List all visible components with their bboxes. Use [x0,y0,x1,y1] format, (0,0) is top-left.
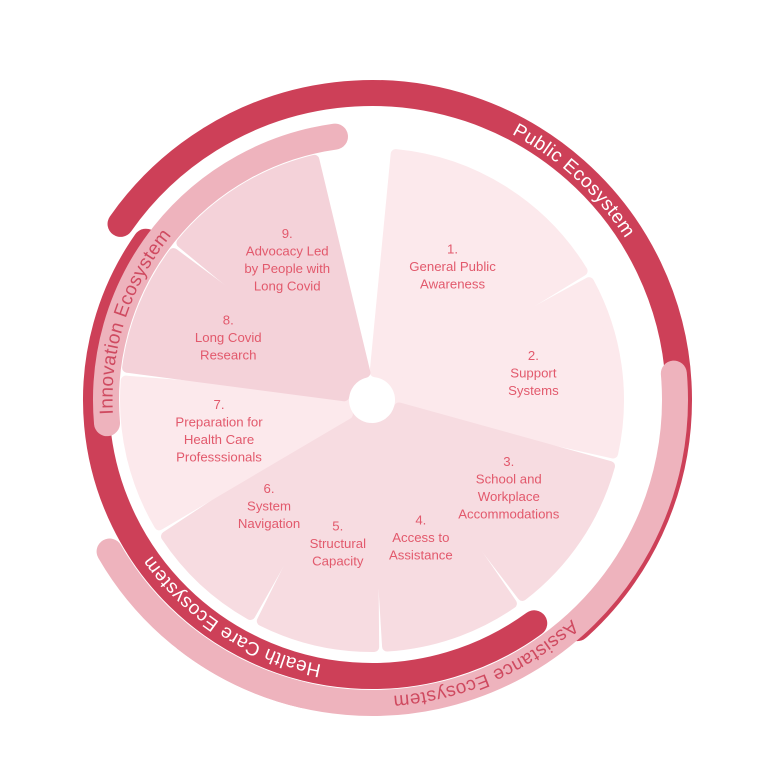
ecosystem-ring-innovation [93,123,348,437]
segment-text-line: Workplace [478,489,540,504]
segment-number: 3. [503,454,514,469]
segment-text-line: by People with [244,261,330,276]
segment-text-line: Structural [310,536,367,551]
segment-text-line: Health Care [184,432,254,447]
segment-text-line: System [247,498,291,513]
segment-number: 4. [415,512,426,527]
segment-text-line: School and [476,472,542,487]
segment-text-line: Long Covid [254,279,321,294]
priority-segment-5[interactable] [256,420,380,652]
priority-segment-1[interactable] [369,149,588,391]
priority-segments-layer [120,149,624,652]
segment-text-line: Long Covid [195,330,262,345]
segment-number: 5. [332,519,343,534]
segment-text-line: Advocacy Led [246,244,329,259]
priority-segment-3[interactable] [384,402,616,601]
priority-segment-4[interactable] [368,418,517,652]
segment-text-line: General Public [409,259,496,274]
segment-text-line: Research [200,347,256,362]
priority-segment-7[interactable] [120,375,353,531]
segment-number: 9. [282,226,293,241]
segment-text-line: Awareness [420,277,485,292]
segment-number: 7. [214,397,225,412]
segment-text-line: Assistance [389,547,453,562]
priority-segment-6[interactable] [161,410,364,620]
segment-number: 8. [223,312,234,327]
segment-text-line: Preparation for [175,415,263,430]
ecosystem-ring-health-care-shadow [96,538,317,709]
ecosystem-rings-layer [83,80,692,716]
segment-text-line: Systems [508,383,559,398]
segment-text-line: Navigation [238,516,300,531]
segment-text-line: Professsionals [176,450,262,465]
priority-segment-8[interactable] [122,248,355,402]
priority-segment-9[interactable] [176,154,371,388]
segment-number: 2. [528,348,539,363]
segment-number: 6. [264,481,275,496]
segment-number: 1. [447,242,458,257]
segment-text-line: Capacity [312,554,364,569]
segment-text-line: Support [510,365,557,380]
segment-label-4: 4. Access to Assistance [389,512,453,562]
priority-segment-2[interactable] [391,277,624,459]
segment-text-line: Access to [392,530,449,545]
segment-text-line: Accommodations [458,507,560,522]
